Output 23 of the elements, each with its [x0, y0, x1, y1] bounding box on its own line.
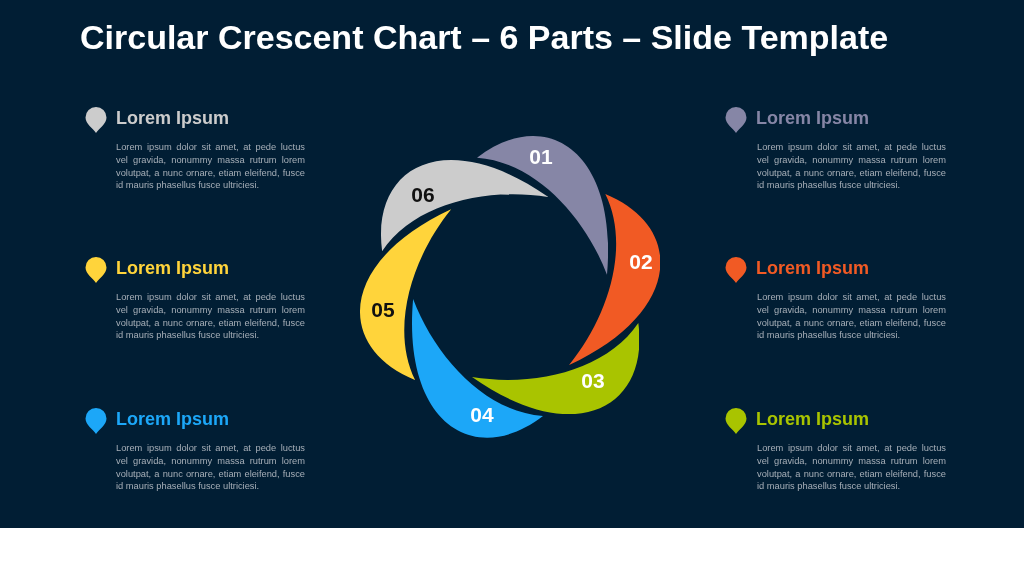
segment-number: 02 — [629, 251, 653, 273]
description-text: Lorem ipsum dolor sit amet, at pede luctus vel gravida, nonummy massa rutrum lorem volutpat, a nunc ornare, etiam eleifend, fusce id mauris phasellus fusce ultriciesi. — [757, 442, 946, 494]
slide-title: Circular Crescent Chart – 6 Parts – Slide Template — [80, 17, 889, 57]
description-text: Lorem ipsum dolor sit amet, at pede luctus vel gravida, nonummy massa rutrum lorem volutpat, a nunc ornare, etiam eleifend, fusce id mauris phasellus fusce ultriciesi. — [757, 141, 946, 193]
segment-number: 05 — [371, 299, 395, 321]
segment-number: 04 — [470, 404, 494, 426]
item-heading: Lorem Ipsum — [116, 257, 230, 279]
crescent-segment — [359, 209, 452, 381]
description-text: Lorem ipsum dolor sit amet, at pede luctus vel gravida, nonummy massa rutrum lorem volutpat, a nunc ornare, etiam eleifend, fusce id mauris phasellus fusce ultriciesi. — [116, 291, 305, 343]
crescent-segment — [568, 193, 661, 365]
crescent-segment — [411, 299, 543, 438]
description-text: Lorem ipsum dolor sit amet, at pede luctus vel gravida, nonummy massa rutrum lorem volutpat, a nunc ornare, etiam eleifend, fusce id mauris phasellus fusce ultriciesi. — [116, 141, 305, 193]
description-text: Lorem ipsum dolor sit amet, at pede luctus vel gravida, nonummy massa rutrum lorem volutpat, a nunc ornare, etiam eleifend, fusce id mauris phasellus fusce ultriciesi. — [116, 442, 305, 494]
item-heading: Lorem Ipsum — [756, 107, 870, 129]
segment-number: 03 — [581, 370, 605, 392]
item-heading: Lorem Ipsum — [756, 257, 870, 279]
item-heading: Lorem Ipsum — [756, 408, 870, 430]
segment-number: 01 — [529, 146, 553, 168]
segment-number: 06 — [411, 184, 435, 206]
crescent-segment — [477, 136, 609, 275]
description-text: Lorem ipsum dolor sit amet, at pede luctus vel gravida, nonummy massa rutrum lorem volutpat, a nunc ornare, etiam eleifend, fusce id mauris phasellus fusce ultriciesi. — [757, 291, 946, 343]
item-heading: Lorem Ipsum — [116, 408, 230, 430]
item-heading: Lorem Ipsum — [116, 107, 230, 129]
